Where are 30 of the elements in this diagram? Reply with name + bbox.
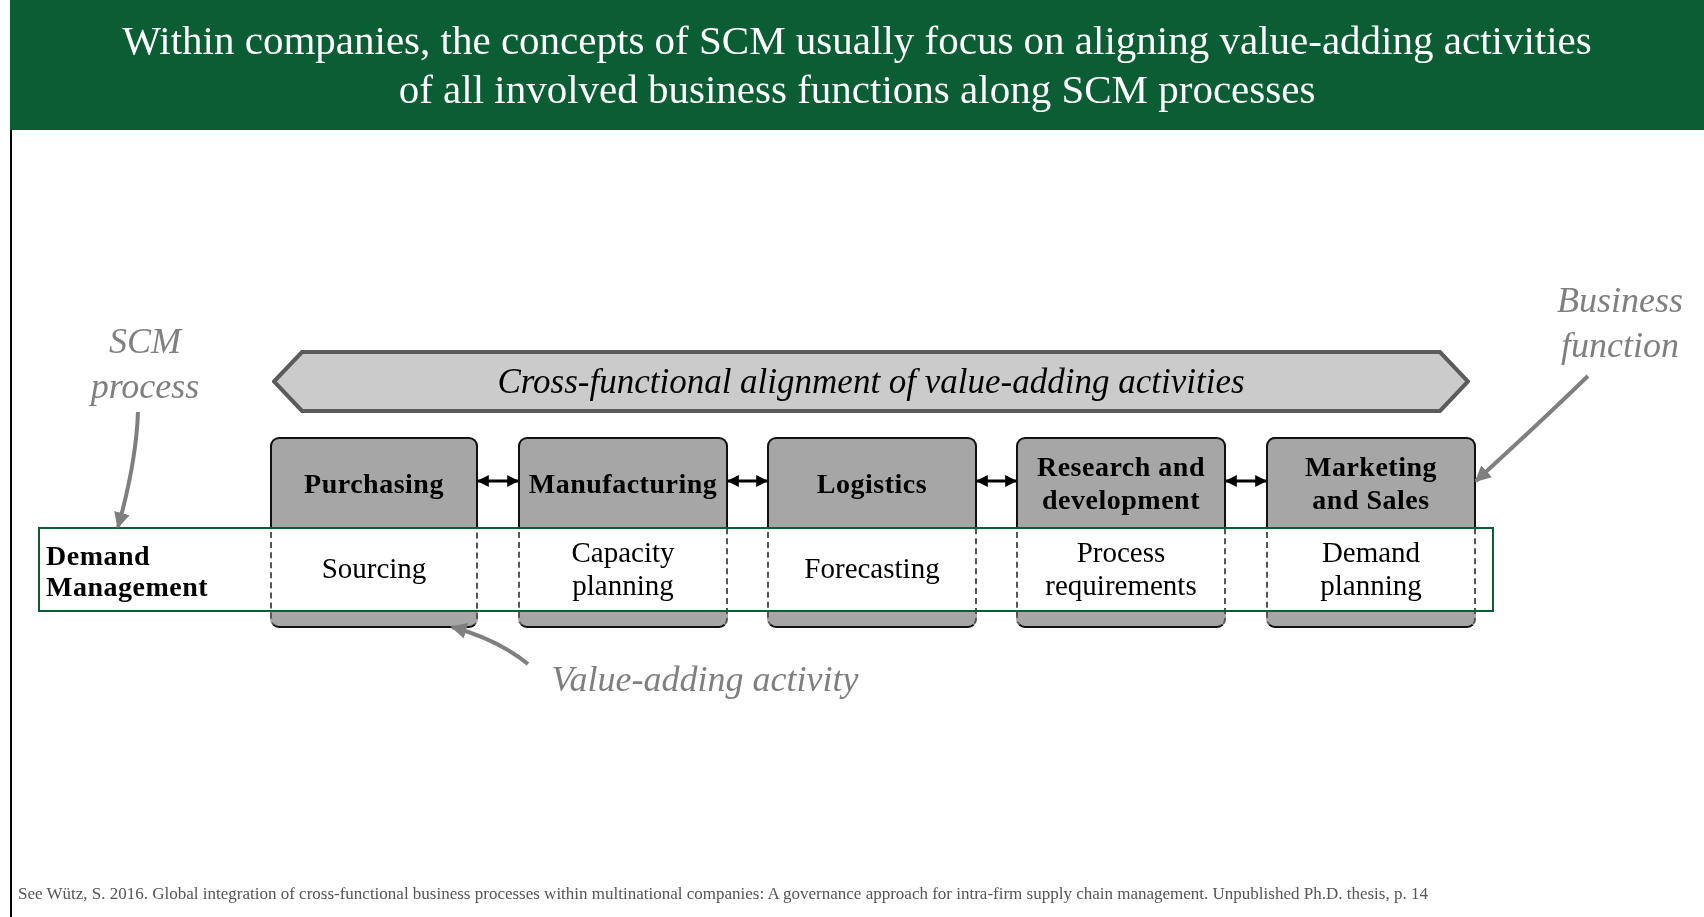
activity-cell: Forecasting [767, 527, 977, 628]
double-arrow-banner: Cross-functional alignment of value-adding activities [272, 350, 1470, 413]
activity-cell: Process requirements [1016, 527, 1226, 628]
function-heading: Logistics [815, 466, 929, 501]
function-heading: Research and development [1035, 450, 1206, 517]
function-box [1266, 437, 1476, 527]
process-band [38, 527, 1494, 612]
function-box [518, 437, 728, 527]
double-arrow [726, 475, 769, 487]
pointer-arrow [114, 411, 140, 529]
function-heading: Purchasing [303, 466, 445, 501]
annotation-text: Business function [1540, 276, 1700, 370]
activity-cell: Sourcing [270, 527, 478, 628]
function-heading: Marketing and Sales [1304, 450, 1438, 517]
double-arrow [476, 475, 520, 487]
pointer-arrow [1474, 374, 1590, 483]
annotation-text: Value-adding activity [535, 655, 875, 703]
double-arrow [1224, 475, 1268, 487]
function-box [1016, 437, 1226, 527]
activity-cell: Demand planning [1266, 527, 1476, 628]
function-box [767, 437, 977, 527]
process-name: Demand Management [46, 538, 210, 604]
title: Within companies, the concepts of SCM usually focus on aligning value-adding activities of all involved business functions along SCM processes [121, 16, 1593, 114]
activity-cell: Capacity planning [518, 527, 728, 628]
double-arrow [975, 475, 1018, 487]
source-note: See Wütz, S. 2016. Global integration of cross-functional business processes within multinational companies: A governance approach for intra-firm supply chain management. Unpublished Ph.D. thesis, p. 14 [18, 884, 1429, 905]
function-box [270, 437, 478, 527]
pointer-arrow [450, 623, 530, 666]
annotation-text: SCM process [80, 318, 210, 410]
function-heading: Manufacturing [527, 466, 719, 501]
